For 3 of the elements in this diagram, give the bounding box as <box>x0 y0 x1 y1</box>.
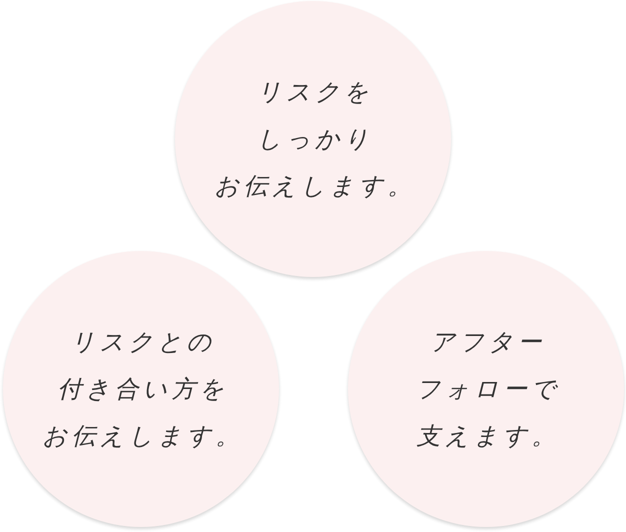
message-text: アフターフォローで支えます。 <box>415 326 560 452</box>
message-text: リスクをしっかりお伝えします。 <box>214 76 416 202</box>
message-text: リスクとの付き合い方をお伝えします。 <box>42 326 244 452</box>
